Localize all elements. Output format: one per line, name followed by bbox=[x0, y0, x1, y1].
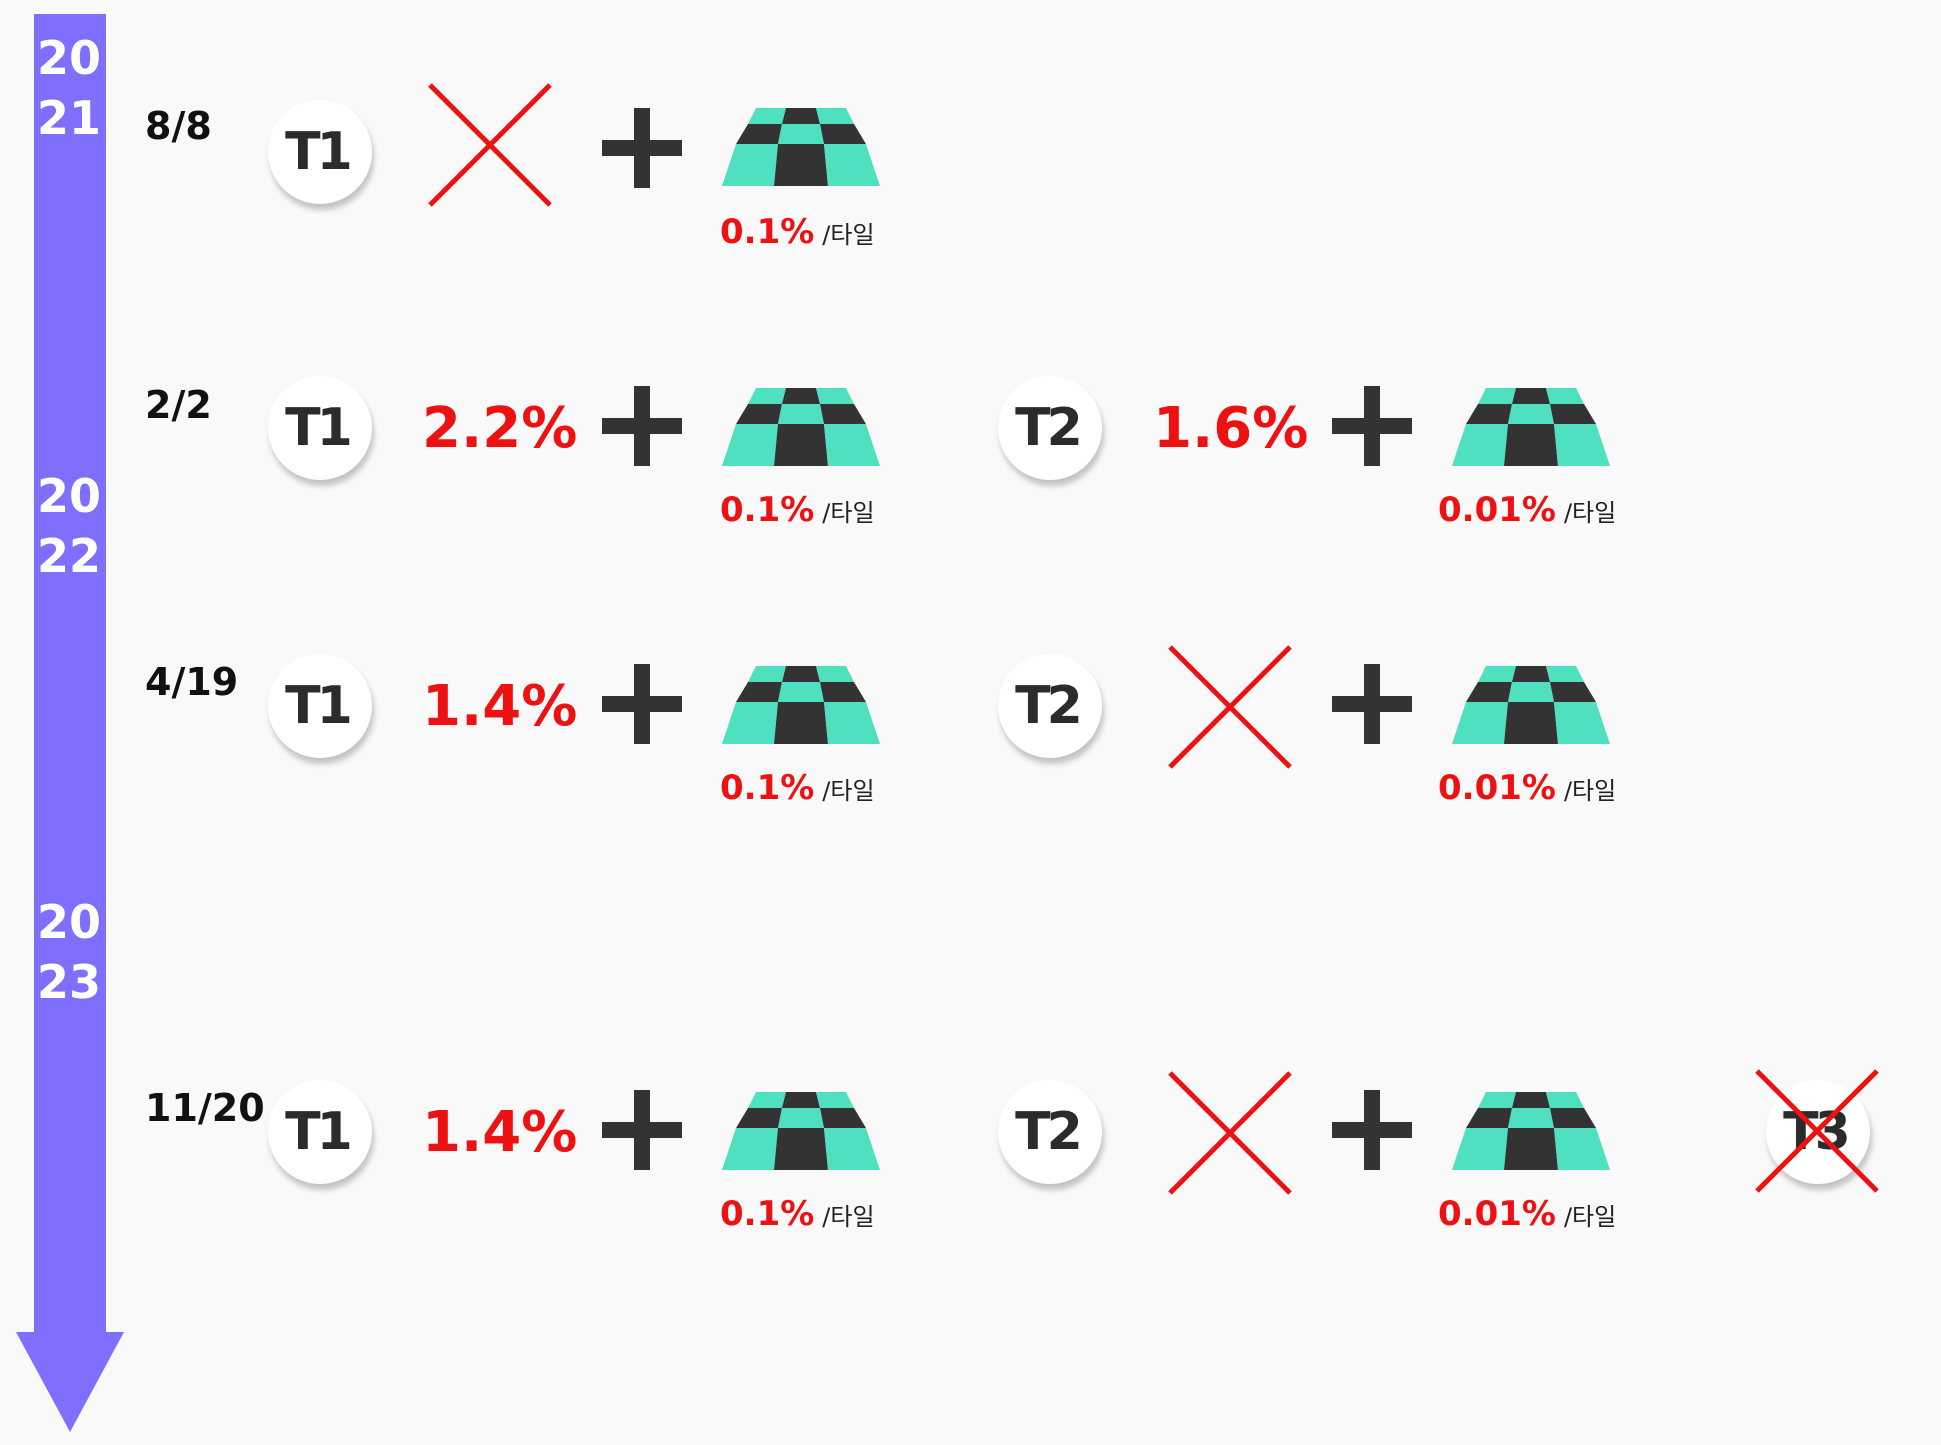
date-label: 8/8 bbox=[145, 104, 212, 148]
cross-icon bbox=[1755, 1069, 1879, 1193]
tile-floor-icon bbox=[722, 666, 880, 744]
t2-circle: T2 bbox=[998, 1080, 1102, 1184]
t1-percent: 1.4% bbox=[422, 1100, 578, 1165]
plus-icon bbox=[602, 1090, 682, 1170]
plus-icon bbox=[1332, 1090, 1412, 1170]
year-label-2021: 2021 bbox=[36, 31, 101, 145]
date-label: 2/2 bbox=[145, 383, 212, 427]
date-label: 4/19 bbox=[145, 660, 239, 704]
year-label-2023: 2023 bbox=[36, 895, 101, 1009]
tile-floor-icon bbox=[1452, 1092, 1610, 1170]
t1-circle: T1 bbox=[268, 654, 372, 758]
tile-rate: 0.01%/타일 bbox=[1438, 1194, 1617, 1234]
t2-circle: T2 bbox=[998, 376, 1102, 480]
tile-rate: 0.01%/타일 bbox=[1438, 490, 1617, 530]
plus-icon bbox=[1332, 664, 1412, 744]
t2-circle: T2 bbox=[998, 654, 1102, 758]
plus-icon bbox=[602, 386, 682, 466]
cross-icon bbox=[428, 83, 552, 207]
t2-percent: 1.6% bbox=[1153, 396, 1309, 461]
plus-icon bbox=[602, 664, 682, 744]
plus-icon bbox=[1332, 386, 1412, 466]
t1-circle: T1 bbox=[268, 376, 372, 480]
tile-rate: 0.1%/타일 bbox=[720, 490, 875, 530]
tile-floor-icon bbox=[1452, 666, 1610, 744]
tile-floor-icon bbox=[722, 1092, 880, 1170]
t1-percent: 2.2% bbox=[422, 396, 578, 461]
tile-rate: 0.1%/타일 bbox=[720, 212, 875, 252]
tile-rate: 0.1%/타일 bbox=[720, 768, 875, 808]
t1-percent: 1.4% bbox=[422, 674, 578, 739]
tile-rate: 0.1%/타일 bbox=[720, 1194, 875, 1234]
timeline-arrow bbox=[16, 14, 124, 1432]
plus-icon bbox=[602, 108, 682, 188]
date-label: 11/20 bbox=[145, 1086, 265, 1130]
t1-circle: T1 bbox=[268, 1080, 372, 1184]
cross-icon bbox=[1168, 1071, 1292, 1195]
tile-floor-icon bbox=[722, 388, 880, 466]
tile-floor-icon bbox=[722, 108, 880, 186]
cross-icon bbox=[1168, 645, 1292, 769]
tile-rate: 0.01%/타일 bbox=[1438, 768, 1617, 808]
tile-floor-icon bbox=[1452, 388, 1610, 466]
year-label-2022: 2022 bbox=[36, 469, 101, 583]
t1-circle: T1 bbox=[268, 100, 372, 204]
